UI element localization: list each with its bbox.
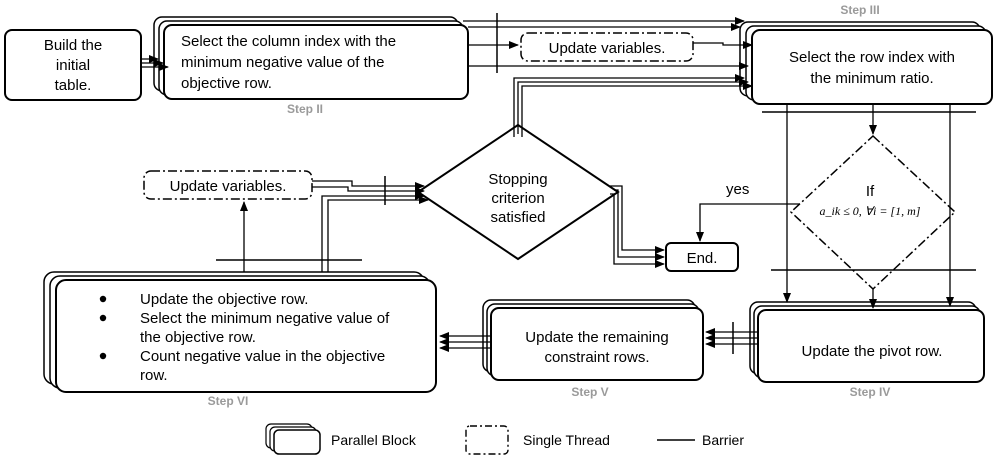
if-label: If — [866, 183, 875, 200]
stopping-line-3: satisfied — [490, 209, 545, 226]
step2-parallel-block: Select the column index with the minimum… — [153, 16, 469, 100]
step6-item-3-line-2: row. — [140, 367, 168, 384]
step2-line-2: minimum negative value of the — [181, 54, 384, 71]
update-variables-top-text: Update variables. — [549, 40, 666, 57]
step5-parallel-block: Update the remaining constraint rows. — [482, 299, 704, 381]
step3-parallel-block: Select the row index with the minimum ra… — [739, 21, 993, 105]
legend-single-thread-icon — [465, 425, 509, 455]
step2-line-1: Select the column index with the — [181, 33, 396, 50]
build-table-line-2: initial — [56, 57, 90, 74]
update-variables-left-node: Update variables. — [143, 170, 313, 200]
step6-item-2-line-1: Select the minimum negative value of — [140, 310, 390, 327]
step6-item-1: Update the objective row. — [140, 291, 308, 308]
legend-barrier-label: Barrier — [702, 432, 744, 448]
stopping-line-2: criterion — [491, 190, 544, 207]
legend-parallel-label: Parallel Block — [331, 432, 417, 448]
if-condition: a_ik ≤ 0, ∀i = [1, m] — [820, 204, 921, 218]
end-text: End. — [687, 250, 718, 267]
legend-parallel-block-icon — [265, 423, 321, 455]
step3-line-1: Select the row index with — [789, 49, 955, 66]
step4-parallel-block: Update the pivot row. — [749, 301, 985, 383]
build-table-line-3: table. — [55, 77, 92, 94]
connectors — [141, 13, 976, 354]
step4-text: Update the pivot row. — [802, 343, 943, 360]
step5-line-2: constraint rows. — [544, 349, 649, 366]
step6-item-3-line-1: Count negative value in the objective — [140, 348, 385, 365]
update-variables-left-text: Update variables. — [170, 178, 287, 195]
step6-label: Step VI — [208, 394, 249, 408]
stopping-criterion-decision: Stopping criterion satisfied — [416, 123, 620, 261]
update-variables-top-node: Update variables. — [520, 32, 694, 62]
step5-label: Step V — [571, 385, 608, 399]
step3-line-2: the minimum ratio. — [810, 70, 933, 87]
build-table-node: Build the initial table. — [4, 29, 142, 101]
step6-item-2-line-2: the objective row. — [140, 329, 256, 346]
step4-label: Step IV — [850, 385, 891, 399]
end-node: End. — [665, 242, 739, 272]
yes-label: yes — [726, 181, 749, 198]
if-decision: If a_ik ≤ 0, ∀i = [1, m] — [789, 134, 957, 291]
step2-line-3: objective row. — [181, 75, 272, 92]
step2-label: Step II — [287, 102, 323, 116]
step5-line-1: Update the remaining — [525, 329, 668, 346]
legend-single-label: Single Thread — [523, 432, 610, 448]
build-table-line-1: Build the — [44, 37, 102, 54]
legend: Parallel Block Single Thread Barrier — [265, 423, 744, 455]
step3-label: Step III — [840, 3, 879, 17]
step6-parallel-block: Update the objective row. Select the min… — [43, 271, 437, 393]
stopping-line-1: Stopping — [488, 171, 547, 188]
